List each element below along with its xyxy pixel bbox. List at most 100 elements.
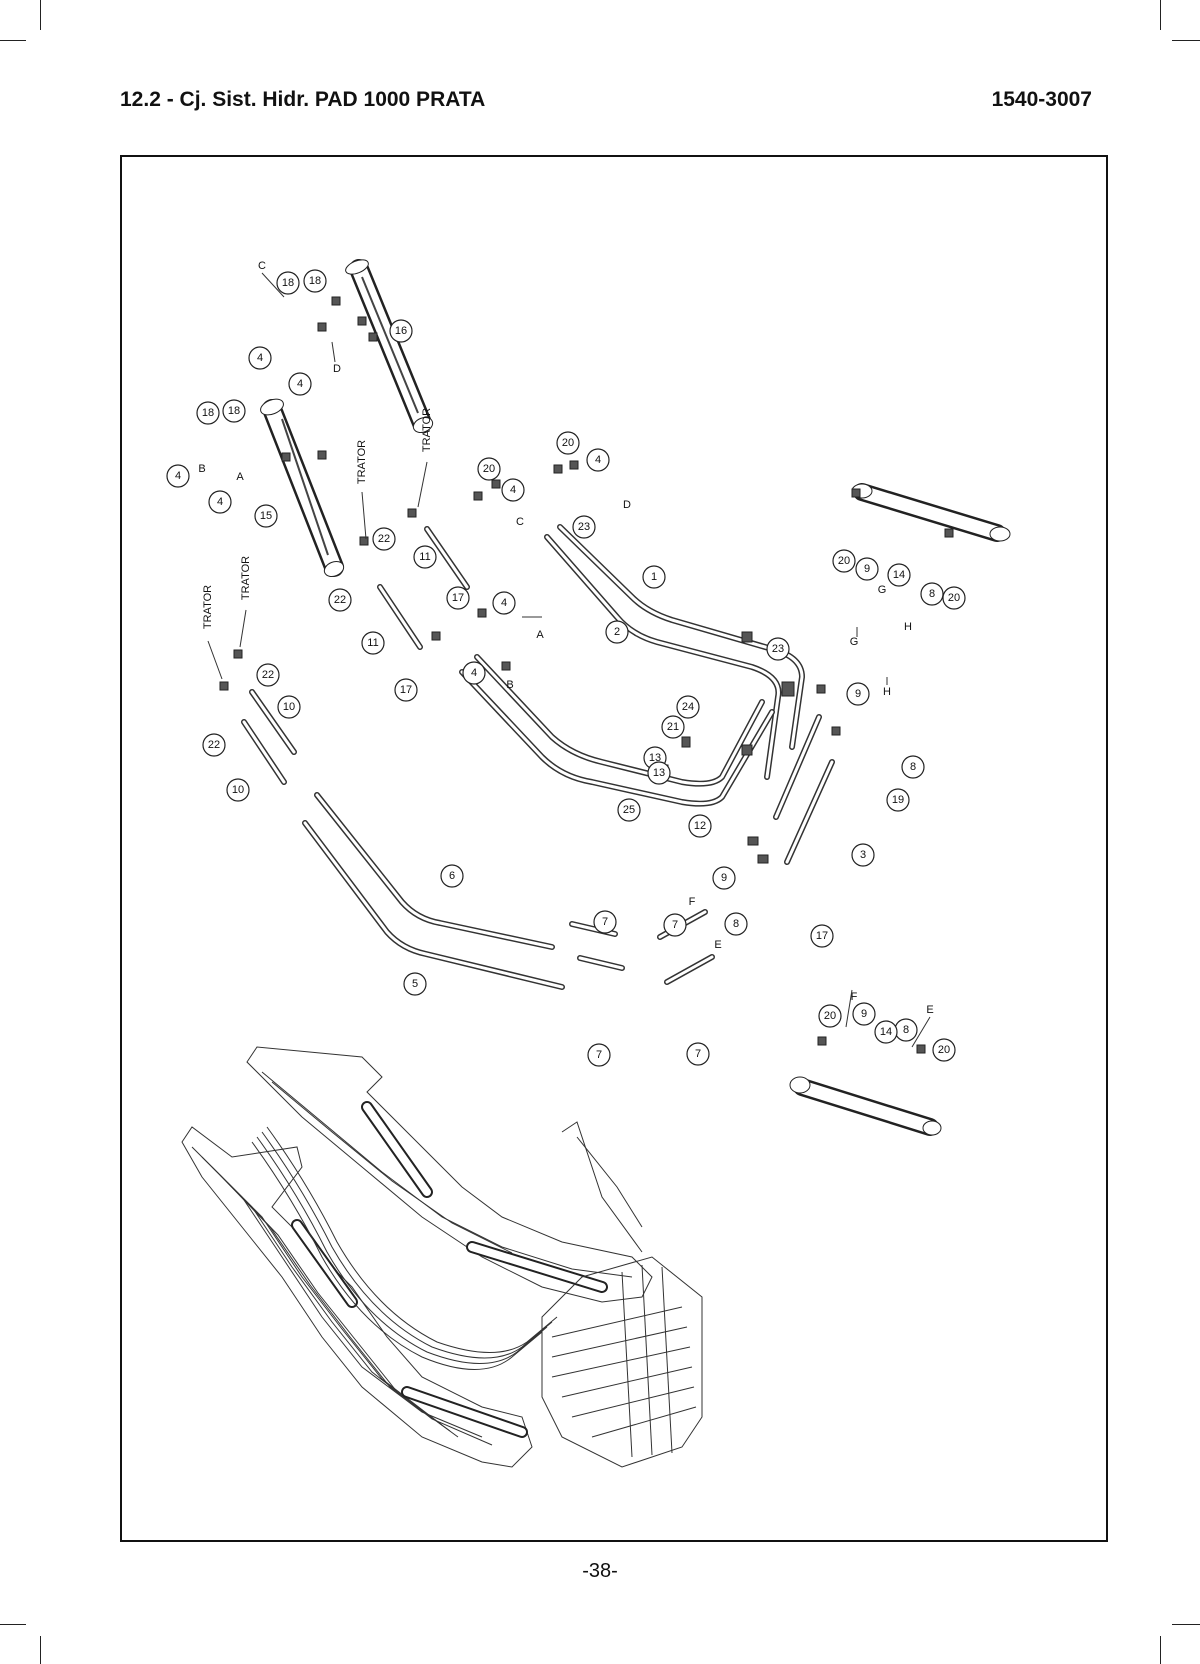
svg-text:4: 4 [510, 484, 516, 496]
label-g-top: G [878, 584, 887, 596]
svg-text:4: 4 [217, 496, 223, 508]
svg-text:8: 8 [910, 761, 916, 773]
callout-22d: 22 [202, 733, 226, 757]
callout-7a: 7 [593, 910, 617, 934]
crop-mark [0, 1624, 26, 1625]
callout-4c: 4 [166, 464, 190, 488]
callout-24: 24 [676, 695, 700, 719]
callout-8d: 8 [894, 1018, 918, 1042]
callout-15: 15 [254, 504, 278, 528]
callout-25: 25 [617, 798, 641, 822]
hose-7 [569, 909, 715, 985]
crop-mark [1172, 40, 1200, 41]
svg-text:6: 6 [449, 870, 455, 882]
callout-18d: 18 [222, 399, 246, 423]
svg-text:4: 4 [595, 454, 601, 466]
callout-12: 12 [688, 814, 712, 838]
label-a-top: A [236, 471, 244, 483]
callout-14a: 14 [887, 563, 911, 587]
svg-text:18: 18 [202, 407, 214, 419]
svg-text:25: 25 [623, 804, 635, 816]
label-f-mid: F [689, 896, 696, 908]
callout-17a: 17 [446, 586, 470, 610]
label-h-mid: H [883, 686, 891, 698]
svg-text:13: 13 [649, 752, 661, 764]
svg-text:22: 22 [208, 739, 220, 751]
svg-text:16: 16 [395, 325, 407, 337]
svg-text:23: 23 [578, 521, 590, 533]
callout-8a: 8 [920, 582, 944, 606]
svg-text:10: 10 [283, 701, 295, 713]
svg-text:4: 4 [501, 597, 507, 609]
svg-text:8: 8 [903, 1024, 909, 1036]
callout-4f: 4 [586, 448, 610, 472]
svg-text:14: 14 [893, 569, 905, 581]
svg-text:15: 15 [260, 510, 272, 522]
callout-9d: 9 [852, 1002, 876, 1026]
label-trator-3: TRATOR [202, 585, 214, 629]
svg-text:23: 23 [772, 643, 784, 655]
svg-text:22: 22 [262, 669, 274, 681]
crop-mark [0, 40, 26, 41]
svg-text:7: 7 [695, 1048, 701, 1060]
connection-labels: C D B A C D A B G H G H F E F E [198, 260, 934, 1048]
crop-mark [1172, 1624, 1200, 1625]
callout-16: 16 [389, 319, 413, 343]
svg-text:12: 12 [694, 820, 706, 832]
svg-text:4: 4 [471, 667, 477, 679]
svg-text:10: 10 [232, 784, 244, 796]
callout-19: 19 [886, 788, 910, 812]
callout-23b: 23 [766, 637, 790, 661]
svg-text:8: 8 [733, 918, 739, 930]
svg-text:21: 21 [667, 721, 679, 733]
cylinder-16 [345, 259, 434, 433]
label-e-bottom: E [926, 1004, 933, 1016]
callout-4e: 4 [501, 478, 525, 502]
svg-text:4: 4 [297, 378, 303, 390]
crop-mark [1160, 0, 1161, 30]
callout-7d: 7 [686, 1042, 710, 1066]
svg-text:20: 20 [824, 1010, 836, 1022]
svg-text:22: 22 [378, 533, 390, 545]
svg-text:20: 20 [483, 463, 495, 475]
fittings [219, 296, 954, 1054]
svg-text:17: 17 [816, 930, 828, 942]
callout-13b: 13 [647, 761, 671, 785]
svg-text:3: 3 [860, 849, 866, 861]
callout-20e: 20 [818, 1004, 842, 1028]
callout-23a: 23 [572, 515, 596, 539]
svg-text:11: 11 [367, 637, 378, 649]
svg-text:9: 9 [855, 688, 861, 700]
part-code: 1540-3007 [991, 88, 1092, 111]
svg-text:9: 9 [861, 1008, 867, 1020]
svg-text:8: 8 [929, 588, 935, 600]
svg-text:20: 20 [838, 555, 850, 567]
callout-17c: 17 [810, 924, 834, 948]
hose-5 [302, 820, 565, 990]
svg-text:13: 13 [653, 767, 665, 779]
callout-17b: 17 [394, 678, 418, 702]
callout-18c: 18 [196, 401, 220, 425]
callout-8c: 8 [724, 912, 748, 936]
callout-7c: 7 [663, 913, 687, 937]
label-d-mid: D [623, 499, 631, 511]
svg-text:5: 5 [412, 978, 418, 990]
callout-8b: 8 [901, 755, 925, 779]
svg-text:20: 20 [938, 1044, 950, 1056]
svg-text:1: 1 [651, 571, 657, 583]
label-d-top: D [333, 363, 341, 375]
label-e-mid: E [714, 939, 721, 951]
callout-22a: 22 [372, 527, 396, 551]
svg-text:18: 18 [309, 275, 321, 287]
cylinder-14-lower [789, 1076, 942, 1136]
callout-9a: 9 [855, 557, 879, 581]
hose-long-a [459, 669, 775, 807]
label-a-mid: A [536, 629, 544, 641]
callout-4h: 4 [462, 661, 486, 685]
callout-1: 1 [642, 565, 666, 589]
crop-mark [1160, 1636, 1161, 1664]
callout-22c: 22 [256, 663, 280, 687]
callout-3: 3 [851, 843, 875, 867]
label-trator-4: TRATOR [240, 556, 252, 600]
callout-20b: 20 [556, 431, 580, 455]
